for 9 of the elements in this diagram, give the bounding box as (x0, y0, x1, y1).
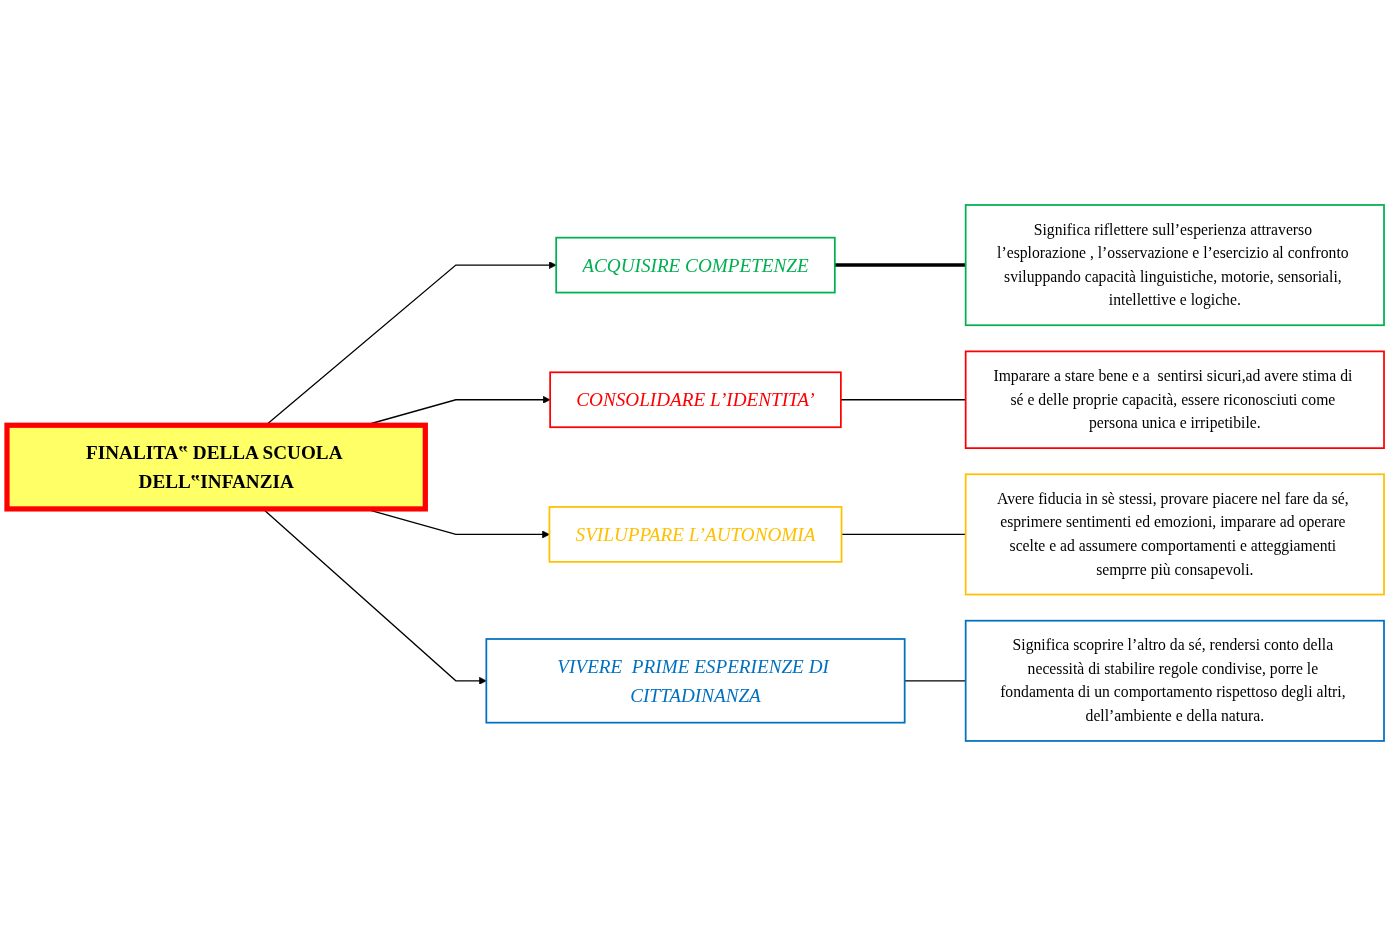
node-box: FINALITA‟ DELLA SCUOLA DELL‟INFANZIA (4, 422, 428, 512)
node-box: VIVERE PRIME ESPERIENZE DI CITTADINANZA (485, 637, 906, 724)
node-box: Imparare a stare bene e a sentirsi sicuri,ad avere stima di sé e delle proprie capacità, essere riconosciuti come persona unica e irripetibile. (964, 350, 1385, 449)
connector (834, 262, 966, 267)
node-box: Significa scoprire l’altro da sé, rendersi conto della necessità di stabilire regole condivise, porre le fondamenta di un comportamento rispettoso degli altri, dell’ambiente e della natura. (964, 619, 1385, 742)
node-box: Avere fiducia in sè stessi, provare piacere nel fare da sé, esprimere sentimenti ed emozioni, imparare ad operare scelte e ad assumere comportamenti e atteggiamenti semprre più consapevoli. (964, 472, 1385, 595)
node-box: SVILUPPARE L’AUTONOMIA (548, 505, 843, 563)
node-box: CONSOLIDARE L’IDENTITA’ (549, 370, 842, 428)
node-box: Significa riflettere sull’esperienza attraverso l’esplorazione , l’osservazione e l’esercizio al confronto sviluppando capacità linguistiche, motorie, sensoriali, intellettive e logiche. (964, 203, 1385, 326)
